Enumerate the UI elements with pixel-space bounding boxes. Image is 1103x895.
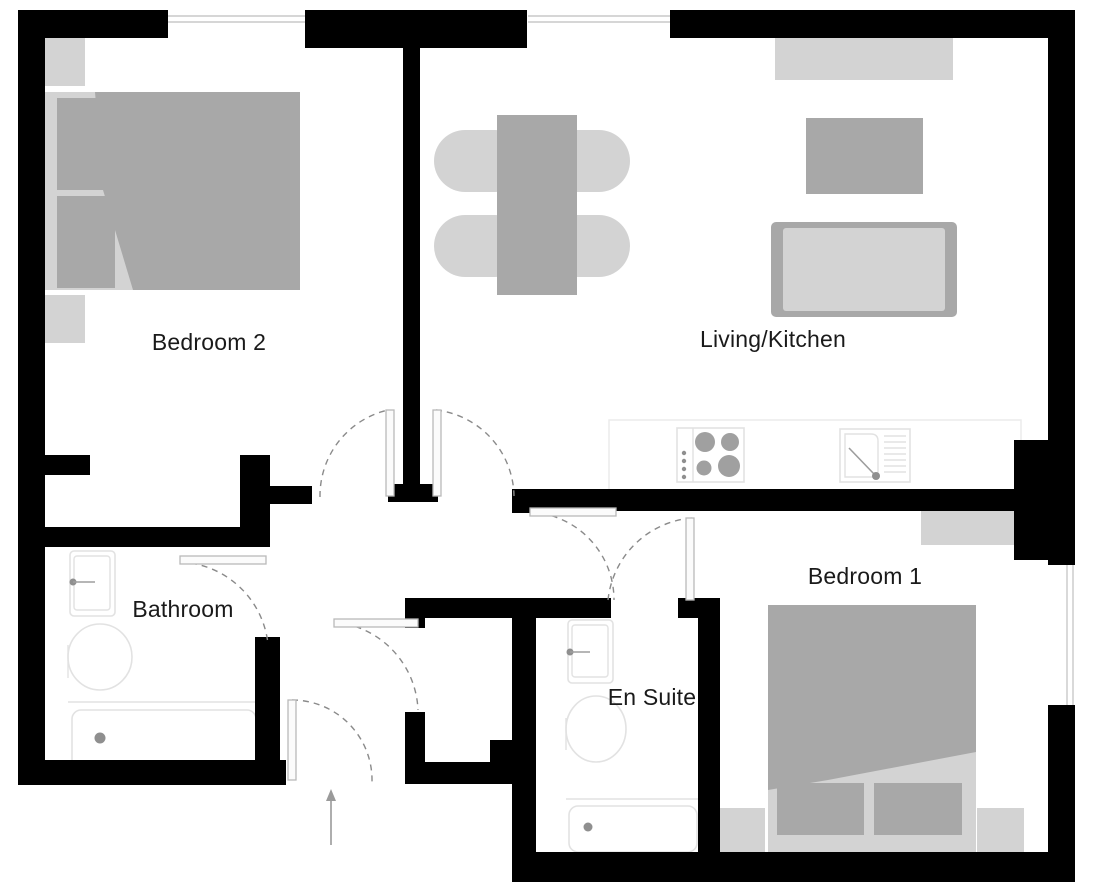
wall-bathroom-east — [255, 637, 280, 777]
wall-south-right — [512, 852, 1075, 882]
door-living[interactable] — [529, 507, 617, 601]
wall-west-outer — [18, 10, 45, 770]
door-hall-north[interactable] — [432, 409, 515, 497]
room-label-bedroom1: Bedroom 1 — [808, 563, 922, 589]
bed-double — [768, 605, 976, 790]
wall-east-lower — [1048, 705, 1075, 870]
door-bedroom2[interactable] — [319, 409, 395, 498]
wall-ensuite-north-left — [536, 598, 611, 618]
room-label-ensuite: En Suite — [608, 684, 697, 710]
room-label-bedroom2: Bedroom 2 — [152, 329, 266, 355]
bedroom2-furniture — [40, 38, 300, 343]
wall-living-south-stub — [512, 489, 534, 513]
door-entrance[interactable] — [287, 699, 373, 783]
pillow-lower — [57, 196, 115, 288]
wall-bedroom2-south-left — [45, 455, 90, 475]
bedside-table-left — [718, 808, 765, 853]
entrance-direction-arrow — [326, 789, 336, 845]
wall-living-south — [512, 489, 1032, 511]
sofa-seat — [783, 228, 945, 311]
wall-hall-north-stub — [262, 486, 312, 504]
bedside-table-right — [977, 808, 1024, 853]
wall-storage-south — [45, 527, 270, 547]
wall-north-right — [670, 10, 1075, 38]
wall-central-foot — [388, 484, 438, 502]
room-label-living-kitchen: Living/Kitchen — [700, 326, 846, 352]
wall-central-vertical — [403, 38, 420, 493]
kitchen-counter — [608, 419, 1022, 491]
door-storage[interactable] — [333, 618, 419, 711]
dining-table — [497, 115, 577, 295]
hob — [676, 427, 745, 483]
wall-ensuite-west — [512, 598, 536, 854]
living-kitchen-furniture — [434, 38, 1022, 491]
pillow-right — [874, 783, 962, 835]
wall-north-left — [18, 10, 168, 38]
sink — [839, 428, 911, 483]
walls — [18, 10, 1075, 882]
wall-ensuite-east — [698, 598, 720, 856]
tv-unit — [775, 38, 953, 80]
bathtub-drain — [94, 732, 106, 744]
window-bedroom1-east — [1066, 555, 1074, 712]
bedside-table-top — [40, 38, 85, 86]
wall-east-upper — [1048, 10, 1075, 320]
wash-basin — [69, 550, 116, 617]
door-bathroom[interactable] — [179, 555, 269, 645]
doors — [179, 409, 695, 783]
toilet — [67, 623, 133, 691]
bedroom1-furniture — [718, 497, 1024, 853]
door-bedroom1[interactable] — [607, 517, 695, 601]
shower-drain — [583, 822, 593, 832]
window-bedroom2-north — [168, 15, 308, 23]
bedside-table-bottom — [40, 295, 85, 343]
bed-double — [95, 92, 300, 290]
ensuite-fixtures — [565, 619, 700, 853]
window-living-north — [528, 15, 672, 23]
pillow-left — [777, 783, 864, 835]
room-label-bathroom: Bathroom — [132, 596, 233, 622]
coffee-table — [806, 118, 923, 194]
wall-bathroom-south — [18, 760, 286, 785]
